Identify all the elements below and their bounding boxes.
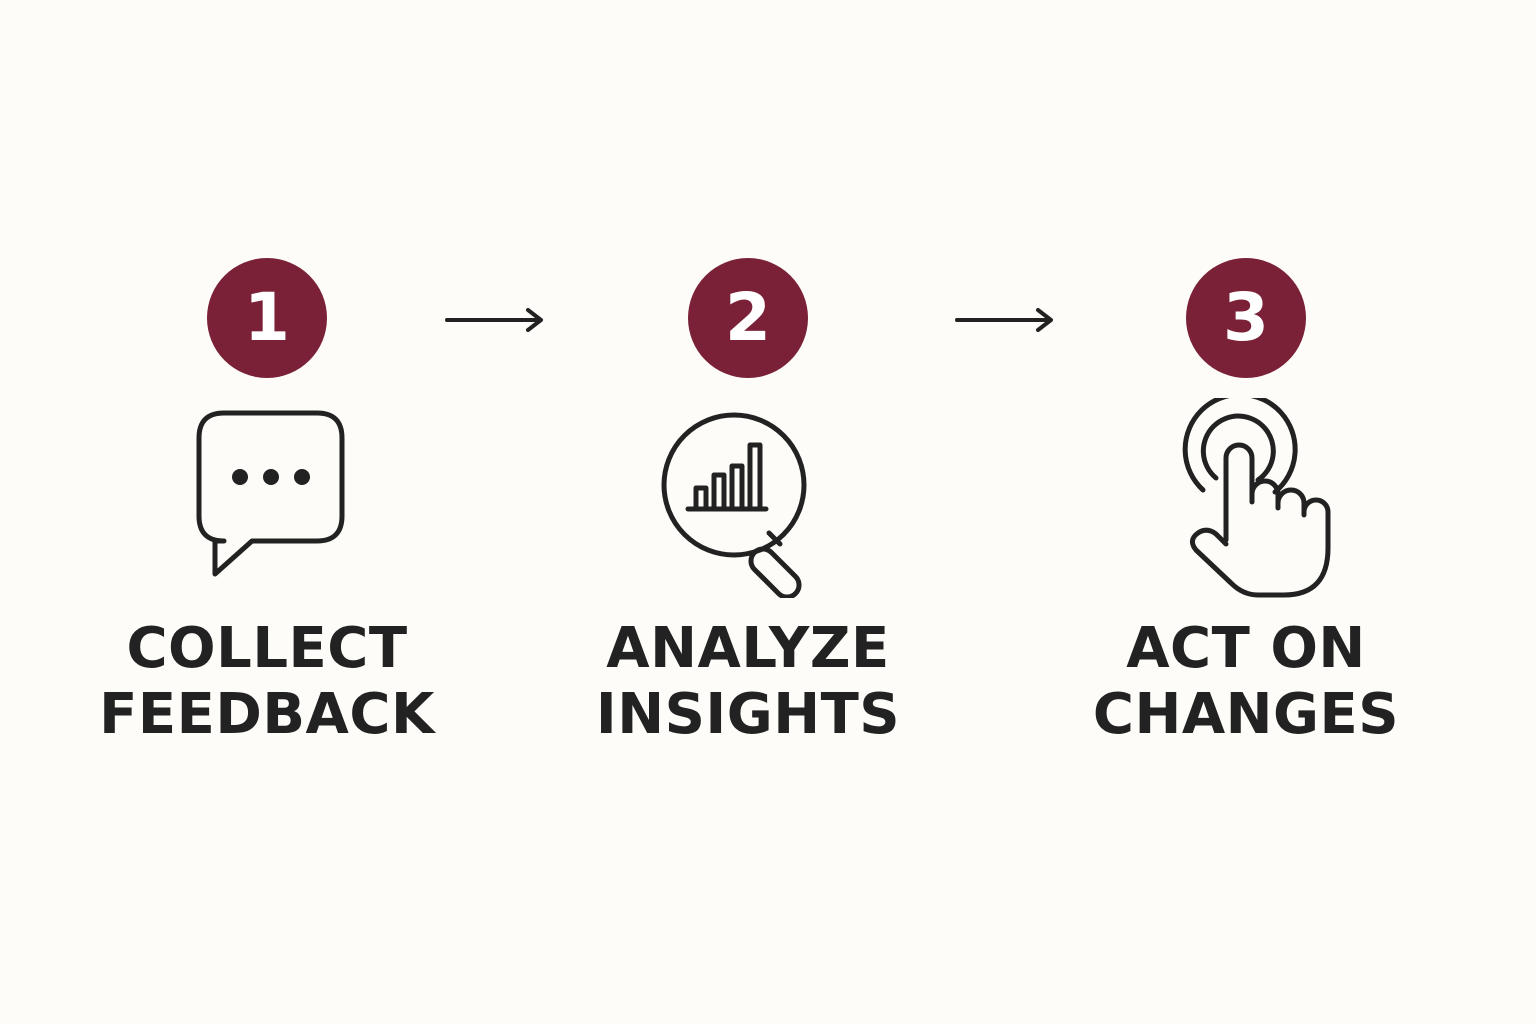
step-label-line2: FEEDBACK bbox=[99, 682, 435, 747]
step-number-badge: 3 bbox=[1186, 258, 1306, 378]
magnifier-chart-icon bbox=[648, 398, 848, 598]
arrow-right-icon bbox=[445, 300, 545, 340]
step-act-on-changes: 3 ACT ON CHANGES bbox=[1036, 258, 1456, 758]
step-label-line2: INSIGHTS bbox=[595, 682, 901, 747]
step-label-line1: COLLECT bbox=[126, 616, 408, 681]
arrow-right-icon bbox=[955, 300, 1055, 340]
tap-hand-icon bbox=[1146, 398, 1346, 598]
step-label-line2: CHANGES bbox=[1092, 682, 1400, 747]
step-number-badge: 2 bbox=[688, 258, 808, 378]
chat-bubble-icon bbox=[167, 398, 367, 598]
step-number-badge: 1 bbox=[207, 258, 327, 378]
step-label-line1: ACT ON bbox=[1126, 616, 1366, 681]
step-collect-feedback: 1 COLLECT FEEDBACK bbox=[57, 258, 477, 758]
step-label: ANALYZE INSIGHTS bbox=[538, 616, 958, 748]
step-label: ACT ON CHANGES bbox=[1036, 616, 1456, 748]
step-analyze-insights: 2 ANALYZE INSIGHTS bbox=[538, 258, 958, 758]
step-label-line1: ANALYZE bbox=[606, 616, 890, 681]
step-label: COLLECT FEEDBACK bbox=[57, 616, 477, 748]
